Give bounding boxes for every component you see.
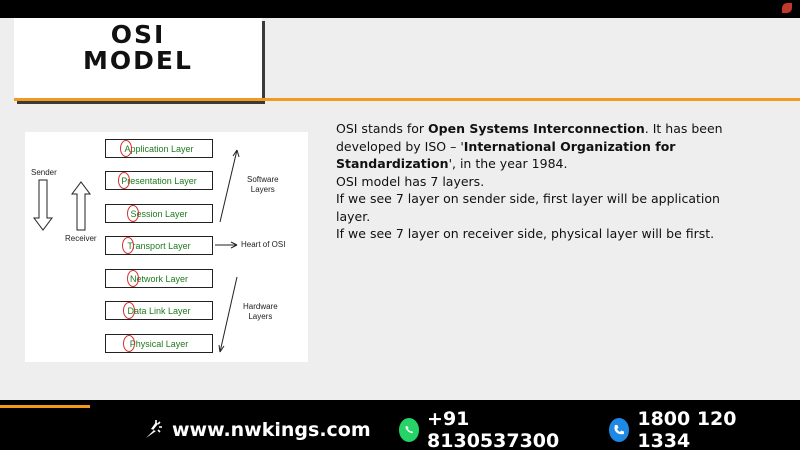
- software-label-line-2: Layers: [250, 185, 275, 194]
- circle-mark-network: [127, 270, 139, 287]
- hardware-arrow: [219, 276, 238, 353]
- circle-mark-application: [120, 140, 132, 157]
- software-layers-label: Software Layers: [247, 175, 279, 195]
- description-paragraph-2: OSI model has 7 layers.: [336, 173, 485, 189]
- description-paragraph-3: If we see 7 layer on sender side, first …: [336, 191, 720, 224]
- layer-network: Network Layer: [105, 269, 213, 288]
- circle-mark-session: [127, 205, 139, 222]
- layer-data-link: Data Link Layer: [105, 301, 213, 320]
- phone-item[interactable]: 1800 120 1334: [608, 408, 772, 450]
- phone-icon: [608, 418, 630, 442]
- footer-accent-line: [0, 405, 90, 408]
- diagram-arrows: [33, 149, 240, 353]
- desc-text-1: OSI stands for: [336, 121, 429, 136]
- title-line-1: OSI: [110, 20, 166, 49]
- footer-bar: [90, 400, 800, 450]
- title-card: OSI MODEL: [14, 18, 262, 101]
- layer-physical: Physical Layer: [105, 334, 213, 353]
- description-paragraph-4: If we see 7 layer on receiver side, phys…: [336, 226, 715, 241]
- brand-logo-icon: [782, 3, 792, 13]
- software-arrow: [219, 149, 238, 223]
- website-link[interactable]: www.nwkings.com: [172, 419, 371, 441]
- hardware-layers-label: Hardware Layers: [243, 302, 278, 322]
- contact-footer: www.nwkings.com +91 8130537300 1800 120 …: [140, 408, 800, 450]
- description-paragraph-1: OSI stands for Open Systems Interconnect…: [336, 120, 756, 173]
- whatsapp-icon: [398, 418, 420, 442]
- circle-mark-presentation: [118, 172, 130, 189]
- cursor-click-icon: [140, 418, 164, 442]
- layer-application: Application Layer: [105, 139, 213, 158]
- hardware-label-line-1: Hardware: [243, 302, 278, 311]
- layer-presentation: Presentation Layer: [105, 171, 213, 190]
- receiver-label: Receiver: [65, 234, 97, 243]
- osi-description: OSI stands for Open Systems Interconnect…: [336, 120, 756, 243]
- receiver-up-arrow: [71, 181, 91, 231]
- desc-bold-iso: International Organization for Standardi…: [336, 138, 676, 172]
- desc-text-2: . It has been developed by ISO – ': [336, 121, 723, 154]
- layer-session: Session Layer: [105, 204, 213, 223]
- osi-diagram: Sender Receiver Application Layer Presen…: [25, 132, 308, 362]
- circle-mark-physical: [123, 335, 135, 352]
- brand-logo: [782, 3, 792, 13]
- hardware-label-line-2: Layers: [248, 312, 273, 321]
- software-label-line-1: Software: [247, 175, 279, 184]
- desc-bold-osi: Open Systems Interconnection: [428, 121, 645, 136]
- sender-down-arrow: [33, 179, 53, 231]
- title-accent-line: [14, 98, 248, 101]
- circle-mark-data-link: [123, 302, 135, 319]
- heart-of-osi-label: Heart of OSI: [241, 240, 286, 249]
- sender-label: Sender: [31, 168, 57, 177]
- whatsapp-number[interactable]: +91 8130537300: [427, 408, 560, 450]
- header-accent-line: [248, 98, 800, 101]
- phone-number[interactable]: 1800 120 1334: [637, 408, 737, 450]
- circle-mark-transport: [122, 237, 134, 254]
- desc-text-3: ', in the year 1984.: [448, 156, 568, 171]
- website-item[interactable]: www.nwkings.com: [140, 418, 371, 442]
- whatsapp-item[interactable]: +91 8130537300: [398, 408, 581, 450]
- title-line-2: MODEL: [83, 46, 193, 75]
